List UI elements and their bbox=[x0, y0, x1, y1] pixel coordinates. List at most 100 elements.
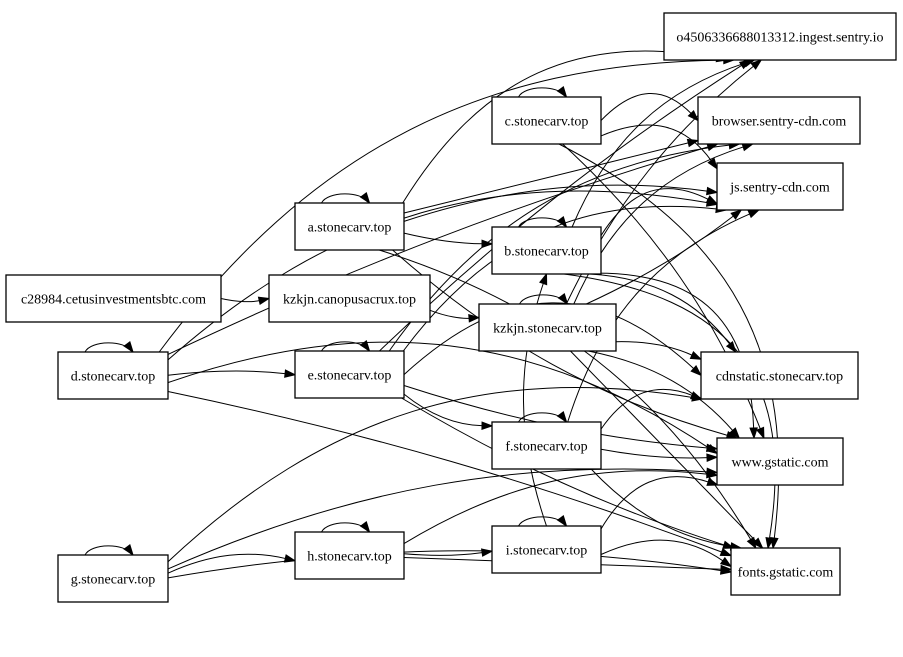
node-a-label: a.stonecarv.top bbox=[308, 221, 392, 236]
node-fonts_gstatic: fonts.gstatic.com bbox=[730, 547, 841, 596]
node-e-box bbox=[294, 350, 405, 399]
edge-g-to-h-line bbox=[167, 553, 287, 574]
edge-h-to-h-arrowhead bbox=[359, 521, 371, 534]
node-c: c.stonecarv.top bbox=[491, 96, 602, 145]
nodes-layer: o4506336688013312.ingest.sentry.io browse… bbox=[5, 12, 897, 603]
edge-f-to-js_sentry-line bbox=[567, 213, 751, 423]
edge-e-to-cdnstatic bbox=[403, 302, 703, 377]
node-kzkjn: kzkjn.stonecarv.top bbox=[478, 303, 617, 352]
edge-c-to-browser_sentry-line bbox=[600, 92, 693, 121]
edge-h-to-h-line bbox=[321, 522, 368, 533]
node-js_sentry: js.sentry-cdn.com bbox=[716, 162, 844, 211]
edge-d-to-fonts_gstatic-line bbox=[167, 391, 723, 553]
edge-i-to-i bbox=[518, 515, 568, 528]
node-i-label: i.stonecarv.top bbox=[506, 544, 588, 559]
node-g-label: g.stonecarv.top bbox=[71, 573, 156, 588]
edge-c-to-c-arrowhead bbox=[556, 86, 568, 99]
edge-i-to-b-arrowhead bbox=[539, 272, 548, 286]
node-sentry_ingest: o4506336688013312.ingest.sentry.io bbox=[663, 12, 897, 61]
edge-a-to-js_sentry-arrowhead bbox=[706, 186, 719, 196]
edge-kzkjn-to-sentry_ingest-arrowhead bbox=[750, 59, 763, 70]
edge-a-to-b-line bbox=[403, 232, 484, 245]
edge-d-to-gstatic-line bbox=[167, 341, 710, 449]
node-sentry_ingest-box bbox=[663, 12, 897, 61]
node-sentry_ingest-label: o4506336688013312.ingest.sentry.io bbox=[676, 31, 883, 46]
edge-g-to-g-line bbox=[84, 545, 132, 556]
edge-h-to-gstatic-arrowhead bbox=[706, 469, 719, 479]
node-a: a.stonecarv.top bbox=[294, 202, 405, 251]
node-f: f.stonecarv.top bbox=[491, 421, 602, 470]
node-e-label: e.stonecarv.top bbox=[308, 369, 392, 384]
node-canopus-box bbox=[268, 274, 431, 323]
edge-h-to-i bbox=[403, 548, 494, 557]
edge-h-to-gstatic-line bbox=[403, 470, 709, 545]
edge-kzkjn-to-kzkjn bbox=[519, 293, 569, 306]
node-browser_sentry-box bbox=[697, 96, 861, 145]
edge-i-to-fonts_gstatic bbox=[600, 539, 733, 568]
edge-g-to-fonts_gstatic-line bbox=[167, 550, 723, 579]
edge-c-to-js_sentry-arrowhead bbox=[707, 157, 718, 170]
node-fonts_gstatic-label: fonts.gstatic.com bbox=[738, 566, 834, 581]
edge-d-to-fonts_gstatic bbox=[167, 391, 733, 557]
node-g-box bbox=[57, 554, 169, 603]
node-gstatic-label: www.gstatic.com bbox=[731, 456, 828, 471]
node-browser_sentry-label: browser.sentry-cdn.com bbox=[712, 115, 847, 130]
node-h-label: h.stonecarv.top bbox=[307, 550, 392, 565]
edge-c28984-to-canopus-line bbox=[220, 298, 261, 303]
edge-a-to-b bbox=[403, 232, 494, 249]
edge-b-to-cdnstatic-line bbox=[590, 273, 731, 346]
edge-g-to-cdnstatic-line bbox=[167, 387, 694, 563]
edge-e-to-f-arrowhead bbox=[481, 421, 494, 431]
node-g: g.stonecarv.top bbox=[57, 554, 169, 603]
edge-kzkjn-to-cdnstatic bbox=[615, 341, 703, 360]
node-f-box bbox=[491, 421, 602, 470]
edge-d-to-sentry_ingest bbox=[158, 55, 736, 353]
edge-d-to-js_sentry bbox=[167, 190, 719, 361]
edge-d-to-browser_sentry-line bbox=[167, 146, 710, 355]
edge-kzkjn-to-gstatic-arrowhead bbox=[729, 427, 741, 440]
node-e: e.stonecarv.top bbox=[294, 350, 405, 399]
node-canopus-label: kzkjn.canopusacrux.top bbox=[283, 293, 416, 308]
edge-f-to-cdnstatic-line bbox=[600, 388, 694, 430]
edge-canopus-to-kzkjn bbox=[429, 309, 481, 323]
edge-kzkjn-to-cdnstatic-line bbox=[615, 341, 694, 356]
edge-e-to-cdnstatic-arrowhead bbox=[690, 365, 703, 377]
edge-a-to-a-line bbox=[321, 193, 368, 204]
edge-h-to-gstatic bbox=[403, 469, 719, 545]
edge-c-to-browser_sentry bbox=[600, 92, 700, 122]
node-gstatic-box bbox=[716, 437, 844, 486]
node-c28984-label: c28984.cetusinvestmentsbtc.com bbox=[21, 293, 206, 308]
edge-b-to-cdnstatic-arrowhead bbox=[725, 341, 737, 354]
edge-i-to-fonts_gstatic-line bbox=[600, 539, 724, 562]
edge-h-to-i-line bbox=[403, 552, 484, 556]
edge-kzkjn-to-gstatic-line bbox=[588, 350, 734, 432]
node-i: i.stonecarv.top bbox=[491, 525, 602, 574]
edge-kzkjn-to-fonts_gstatic-line bbox=[570, 350, 757, 542]
edge-b-to-js_sentry-line bbox=[600, 188, 710, 236]
edge-f-to-fonts_gstatic-line bbox=[590, 468, 733, 548]
node-canopus: kzkjn.canopusacrux.top bbox=[268, 274, 431, 323]
node-browser_sentry: browser.sentry-cdn.com bbox=[697, 96, 861, 145]
node-i-box bbox=[491, 525, 602, 574]
edge-e-to-f bbox=[403, 393, 494, 431]
edge-kzkjn-to-gstatic bbox=[588, 350, 741, 440]
edge-i-to-i-arrowhead bbox=[556, 515, 568, 528]
edge-e-to-f-line bbox=[403, 393, 484, 427]
edge-i-to-fonts_gstatic-arrowhead bbox=[719, 556, 733, 568]
node-b: b.stonecarv.top bbox=[491, 226, 602, 275]
edge-f-to-f-arrowhead bbox=[556, 411, 568, 424]
node-c-box bbox=[491, 96, 602, 145]
edge-d-to-e bbox=[167, 369, 297, 378]
edge-e-to-sentry_ingest-arrowhead bbox=[738, 59, 752, 70]
edge-d-to-browser_sentry bbox=[167, 142, 720, 355]
node-a-box bbox=[294, 202, 405, 251]
edge-canopus-to-kzkjn-line bbox=[429, 309, 471, 319]
edge-d-to-d-arrowhead bbox=[123, 341, 134, 354]
edge-a-to-browser_sentry-arrowhead bbox=[686, 138, 700, 148]
node-d: d.stonecarv.top bbox=[57, 351, 169, 400]
edge-canopus-to-kzkjn-arrowhead bbox=[468, 314, 481, 323]
edge-a-to-browser_sentry bbox=[403, 138, 700, 214]
edge-c-to-c bbox=[518, 86, 568, 99]
edge-e-to-gstatic-arrowhead bbox=[706, 443, 719, 453]
